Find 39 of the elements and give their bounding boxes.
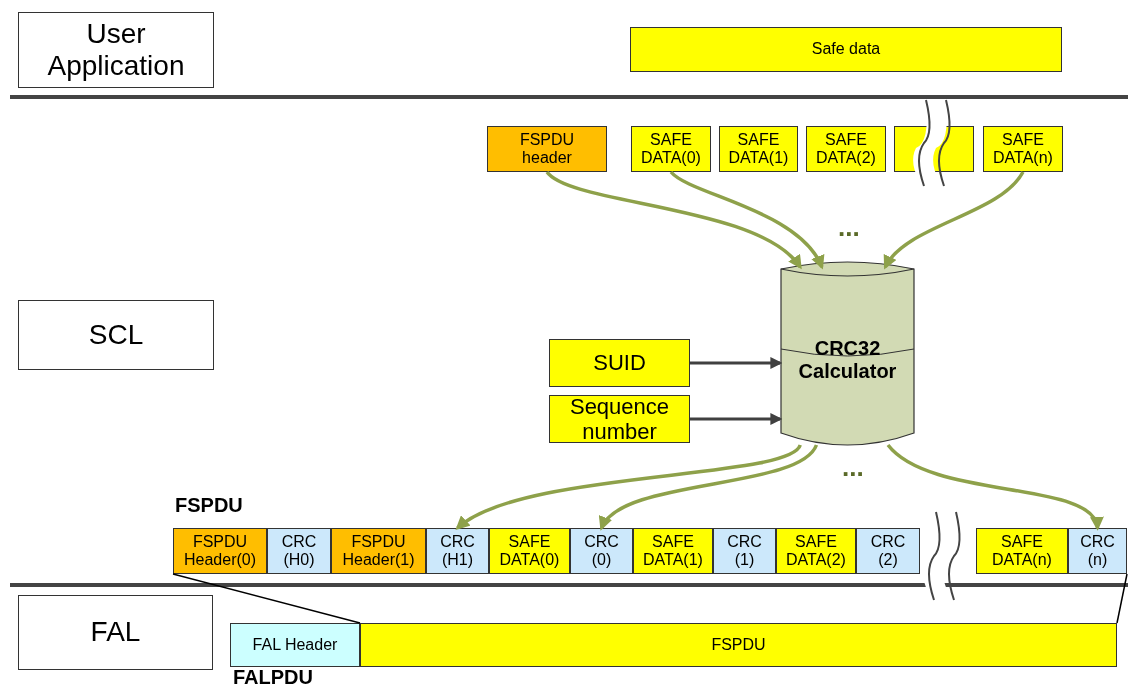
arrow: [599, 443, 818, 531]
crc-cell: CRC (n): [1068, 528, 1127, 574]
crc-cell: CRC (0): [570, 528, 633, 574]
layer-name-box: SCL: [18, 300, 214, 370]
crc-cell: CRC (H1): [426, 528, 489, 574]
data-cell: SAFE DATA(2): [776, 528, 856, 574]
layer-name-box: User Application: [18, 12, 214, 88]
header-cell: FSPDU Header(0): [173, 528, 267, 574]
data-block: SAFE DATA(0): [631, 126, 711, 172]
crc-cell: CRC (1): [713, 528, 776, 574]
data-block: SAFE DATA(1): [719, 126, 798, 172]
crc-cell: CRC (H0): [267, 528, 331, 574]
connector-line: [172, 573, 361, 624]
data-block: Safe data: [630, 27, 1062, 72]
data-cell: SAFE DATA(1): [633, 528, 713, 574]
header-block: FSPDU header: [487, 126, 607, 172]
arrow: [886, 443, 1101, 531]
header-cell: FSPDU Header(1): [331, 528, 426, 574]
arrow: [669, 170, 824, 270]
ellipsis-mark: ...: [838, 212, 860, 243]
arrow: [690, 413, 783, 425]
header-block: FAL Header: [230, 623, 360, 667]
data-cell: SAFE DATA(n): [976, 528, 1068, 574]
data-block: SAFE DATA(n): [983, 126, 1063, 172]
data-block: FSPDU: [360, 623, 1117, 667]
arrow: [883, 171, 1025, 270]
crc-cell: CRC (2): [856, 528, 920, 574]
connector-line: [1116, 573, 1128, 624]
ellipsis-mark: ...: [842, 452, 864, 483]
data-block: SAFE DATA(2): [806, 126, 886, 172]
input-block: SUID: [549, 339, 690, 387]
arrow: [690, 357, 783, 369]
arrow: [455, 443, 802, 530]
arrow: [545, 170, 803, 270]
data-cell: SAFE DATA(0): [489, 528, 570, 574]
input-block: Sequence number: [549, 395, 690, 443]
diagram-label: FSPDU: [175, 494, 243, 517]
layer-name-box: FAL: [18, 595, 213, 670]
diagram-label: FALPDU: [233, 666, 313, 689]
